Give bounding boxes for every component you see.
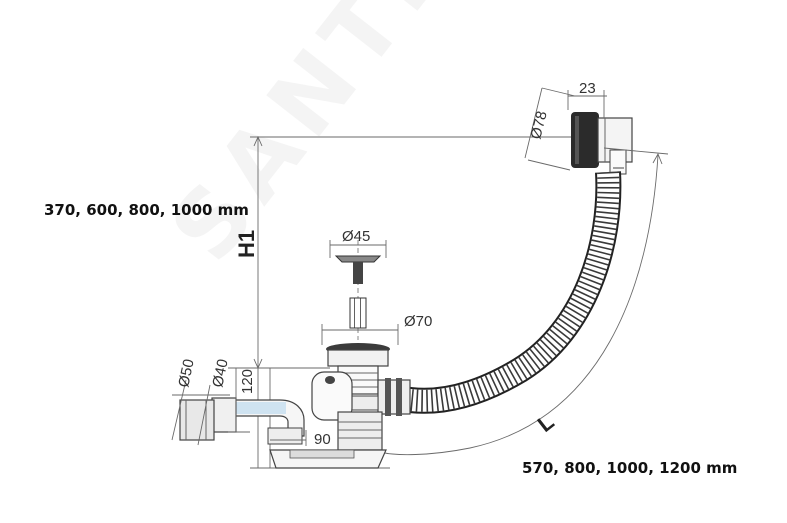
outlet-outer-diameter: Ø50 bbox=[175, 358, 198, 389]
outlet-pipe bbox=[179, 397, 305, 445]
waste-diameter: Ø70 bbox=[404, 313, 432, 330]
overflow-dimensions bbox=[524, 87, 669, 171]
corrugated-hose bbox=[395, 171, 622, 414]
length-label: L bbox=[533, 409, 559, 437]
overflow-head-depth: 23 bbox=[579, 80, 596, 97]
overflow-head-diameter: Ø78 bbox=[527, 109, 550, 141]
trap-offset: 90 bbox=[314, 431, 331, 448]
plug-assembly bbox=[329, 240, 387, 340]
trap-body bbox=[269, 371, 387, 469]
length-values: 570, 800, 1000, 1200 mm bbox=[522, 459, 738, 477]
plug-diameter: Ø45 bbox=[342, 228, 370, 245]
trap-height: 120 bbox=[239, 369, 256, 394]
height-values: 370, 600, 800, 1000 mm bbox=[44, 201, 249, 219]
l-dimension bbox=[379, 152, 663, 456]
outlet-inner-diameter: Ø40 bbox=[209, 358, 232, 389]
outlet-dimensions bbox=[171, 367, 330, 446]
overflow-head bbox=[571, 112, 633, 175]
h1-label: H1 bbox=[234, 230, 259, 258]
